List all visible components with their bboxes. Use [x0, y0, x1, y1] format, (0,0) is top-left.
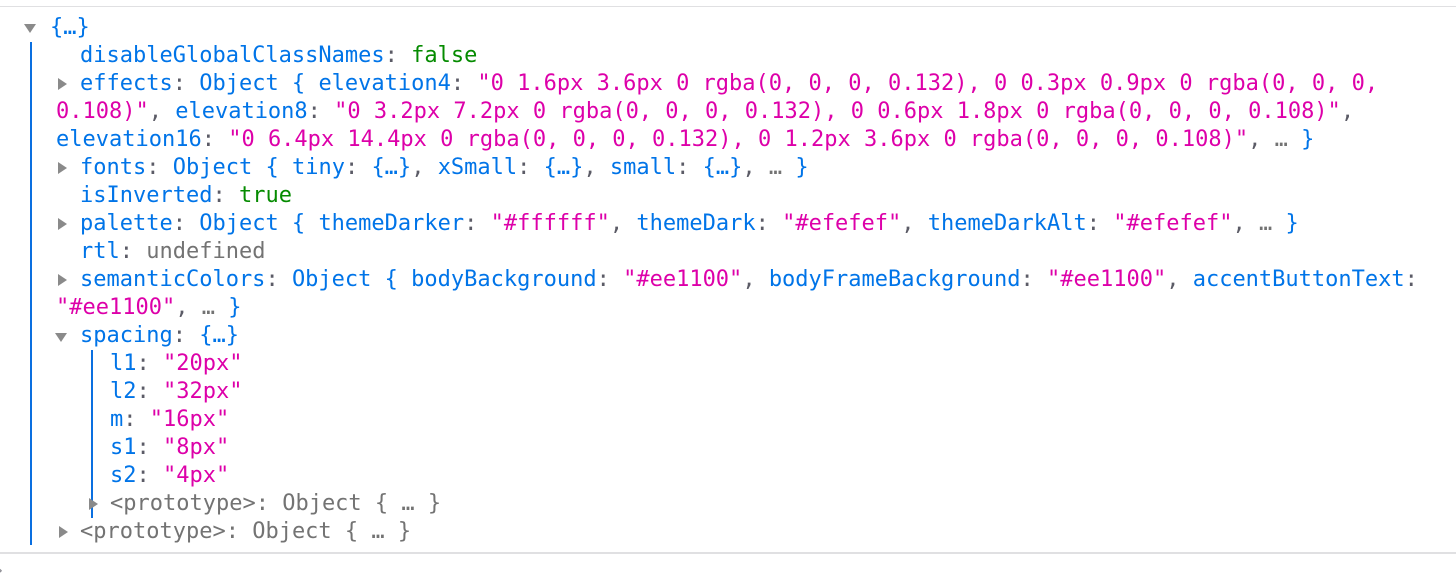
property-key: disableGlobalClassNames	[80, 43, 385, 68]
property-value: "20px"	[163, 351, 243, 376]
object-close: }	[1301, 127, 1315, 152]
property-palette[interactable]: palette: Object { themeDarker: "#ffffff"…	[0, 210, 1456, 238]
property-key: spacing	[80, 323, 173, 348]
property-key: s1	[110, 435, 137, 460]
preview-key: accentButtonText	[1192, 267, 1405, 292]
spacing-l2: l2: "32px"	[110, 379, 243, 404]
property-key: l2	[110, 379, 137, 404]
object-close: }	[228, 295, 242, 320]
property-key: rtl	[80, 239, 120, 264]
preview-ellipsis: …	[1274, 127, 1288, 152]
property-value: "4px"	[163, 463, 230, 488]
property-key: <prototype>	[80, 519, 226, 544]
preview-key: elevation8	[175, 99, 308, 124]
expand-toggle-icon[interactable]	[24, 24, 36, 33]
preview-key: themeDarkAlt	[927, 211, 1087, 236]
preview-key: tiny	[291, 155, 345, 180]
spacing-m: m: "16px"	[110, 407, 230, 432]
property-value: true	[238, 183, 292, 208]
property-key: isInverted	[80, 183, 213, 208]
spacing-l1: l1: "20px"	[110, 351, 243, 376]
preview-key: xSmall	[437, 155, 518, 180]
property-rtl: rtl: undefined	[80, 239, 266, 264]
property-key: fonts	[80, 155, 147, 180]
property-key: palette	[80, 211, 173, 236]
property-value: "16px"	[149, 407, 230, 432]
console-input-divider	[0, 552, 1456, 554]
property-key: s2	[110, 463, 137, 488]
object-type: Object {	[199, 71, 306, 96]
preview-value: {…}	[371, 155, 412, 180]
expand-toggle-icon[interactable]	[58, 218, 67, 230]
preview-value: "0 3.2px 7.2px 0 rgba(0, 0, 0, 0.132), 0…	[334, 99, 1341, 124]
property-value: Object { … }	[252, 519, 412, 544]
expand-toggle-icon[interactable]	[58, 274, 67, 286]
property-key: effects	[80, 71, 173, 96]
preview-value: "#ffffff"	[490, 211, 610, 236]
expand-toggle-icon[interactable]	[58, 162, 67, 174]
preview-key: themeDarker	[318, 211, 465, 236]
preview-key: bodyFrameBackground	[768, 267, 1021, 292]
preview-ellipsis: …	[768, 155, 783, 180]
property-value: false	[411, 43, 478, 68]
property-key: m	[110, 407, 124, 432]
root-prototype[interactable]: <prototype>: Object { … }	[0, 518, 1456, 546]
preview-key: elevation4	[318, 71, 451, 96]
property-key: <prototype>	[110, 491, 256, 516]
property-effects[interactable]: effects: Object { elevation4: "0 1.6px 3…	[56, 71, 1379, 152]
console-prompt-chevron-icon[interactable]: ›	[0, 560, 5, 581]
preview-key: elevation16	[56, 127, 202, 152]
object-root-label[interactable]: {…}	[50, 15, 90, 40]
preview-value: "#ee1100"	[623, 267, 743, 292]
preview-key: bodyBackground	[411, 267, 597, 292]
preview-key: small	[609, 155, 677, 180]
property-semanticColors[interactable]: semanticColors: Object { bodyBackground:…	[56, 267, 1418, 320]
preview-ellipsis: …	[1258, 211, 1273, 236]
property-isInverted: isInverted: true	[80, 183, 292, 208]
preview-value: {…}	[702, 155, 743, 180]
preview-key: themeDark	[636, 211, 756, 236]
spacing-prototype[interactable]: <prototype>: Object { … }	[0, 490, 1456, 518]
preview-value: {…}	[543, 155, 584, 180]
property-key: semanticColors	[80, 267, 266, 292]
property-value: undefined	[146, 239, 266, 264]
property-disableGlobalClassNames: disableGlobalClassNames: false	[80, 43, 478, 68]
expand-toggle-icon[interactable]	[89, 498, 98, 510]
object-type: Object {	[172, 155, 279, 180]
object-label: {…}	[199, 323, 239, 348]
preview-ellipsis: …	[201, 295, 215, 320]
preview-value: "0 6.4px 14.4px 0 rgba(0, 0, 0, 0.132), …	[228, 127, 1249, 152]
property-spacing[interactable]: spacing: {…}	[0, 322, 1456, 350]
property-fonts[interactable]: fonts: Object { tiny: {…}, xSmall: {…}, …	[0, 154, 1456, 182]
expand-toggle-icon[interactable]	[59, 526, 68, 538]
preview-value: "#efefef"	[782, 211, 902, 236]
expand-toggle-icon[interactable]	[58, 78, 67, 90]
object-type: Object {	[291, 267, 398, 292]
property-key: l1	[110, 351, 137, 376]
preview-value: "#ee1100"	[1046, 267, 1167, 292]
root-tree-guide	[30, 42, 32, 545]
spacing-s1: s1: "8px"	[110, 435, 230, 460]
object-root-node[interactable]: {…}	[0, 14, 1456, 42]
preview-value: "#ee1100"	[56, 295, 176, 320]
object-close: }	[795, 155, 809, 180]
property-value: "32px"	[163, 379, 243, 404]
console-message-divider	[0, 6, 1456, 7]
preview-value: "0 1.6px 3.6px 0 rgba(0, 0, 0, 0.132), 0…	[56, 71, 1379, 124]
spacing-tree-guide	[91, 350, 93, 518]
spacing-s2: s2: "4px"	[110, 463, 230, 488]
preview-value: "#efefef"	[1113, 211, 1233, 236]
property-value: Object { … }	[282, 491, 442, 516]
object-close: }	[1285, 211, 1299, 236]
object-type: Object {	[199, 211, 306, 236]
collapse-toggle-icon[interactable]	[55, 333, 67, 342]
property-value: "8px"	[163, 435, 230, 460]
